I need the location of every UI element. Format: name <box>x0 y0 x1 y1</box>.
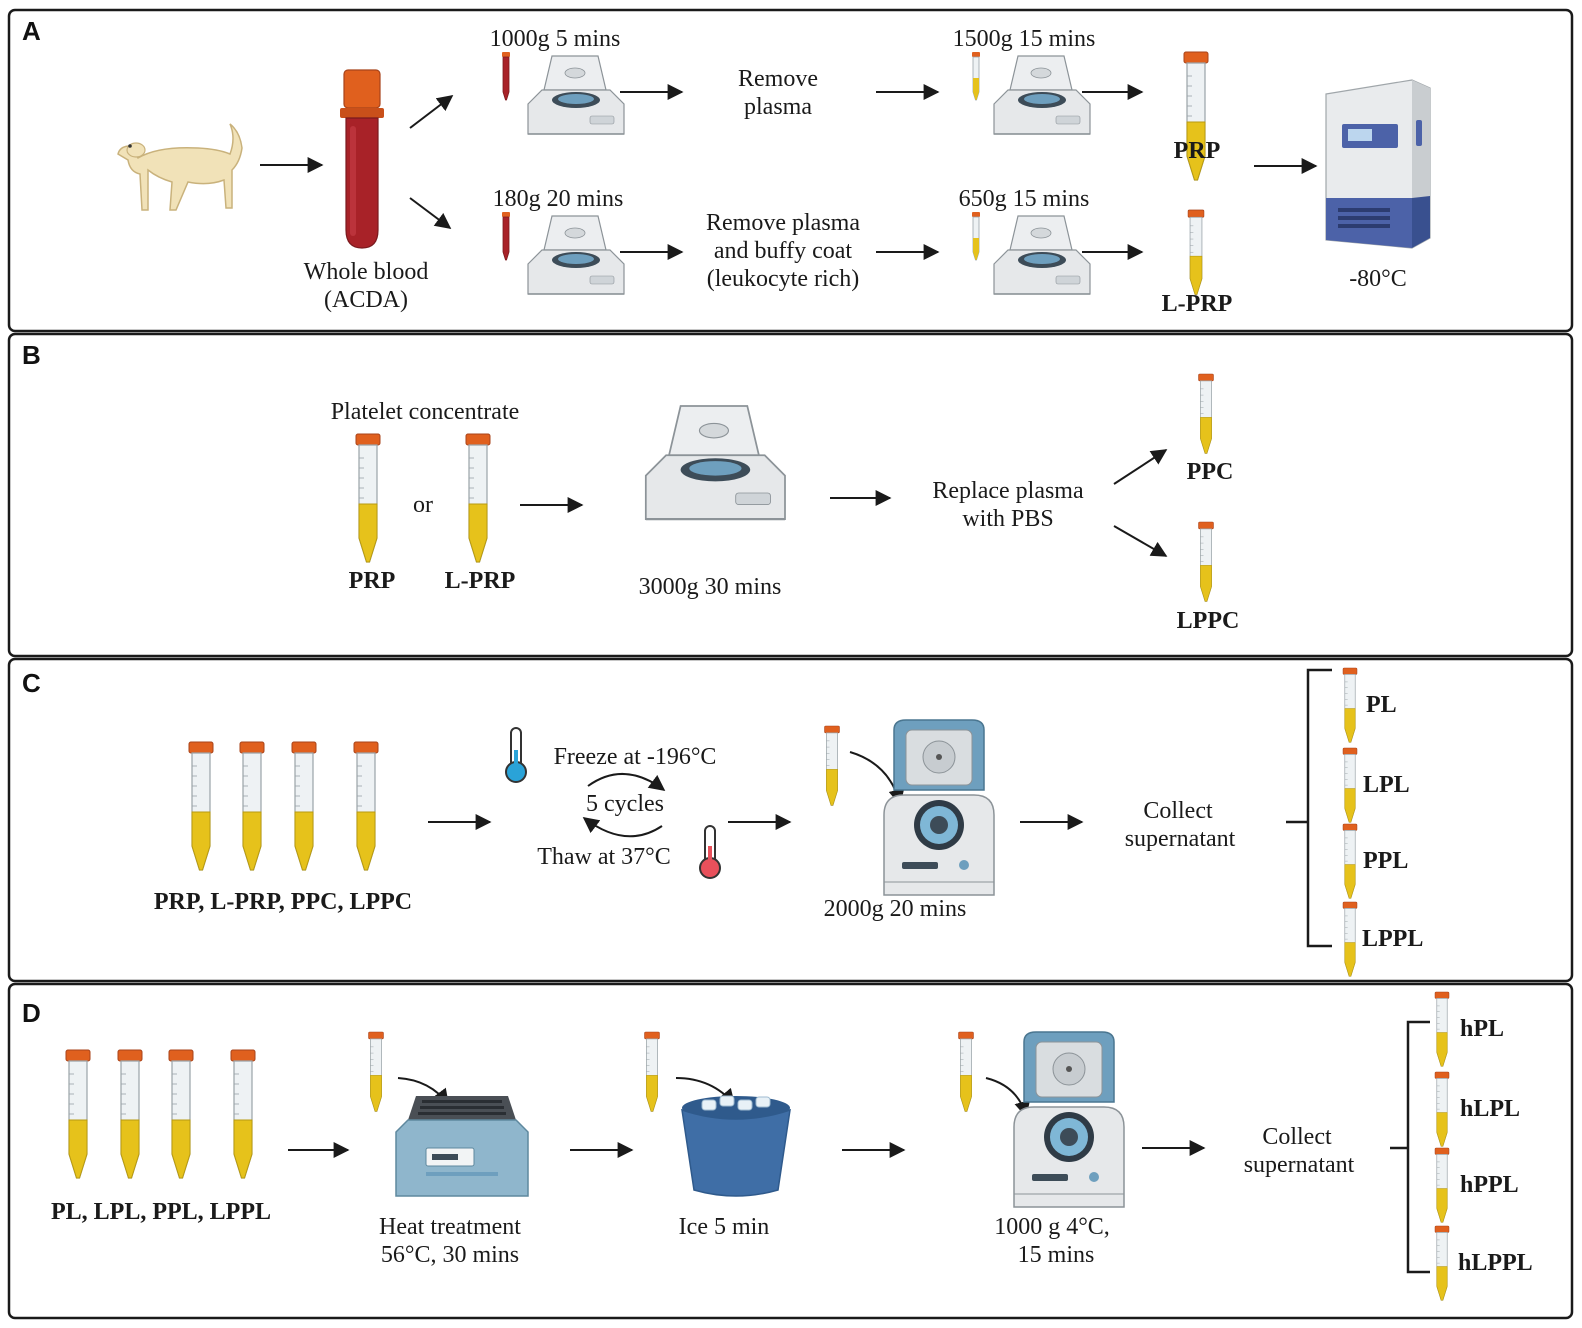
lppc-label: LPPC <box>1177 608 1240 634</box>
heat-label-line1: Heat treatment <box>379 1214 521 1240</box>
panel-d: D PL, LPL, PPL, LPPL Heat treatment 56°C… <box>7 982 1574 1320</box>
panel-d-frame <box>7 982 1574 1320</box>
ppc-label: PPC <box>1187 459 1234 485</box>
blood-tube-icon <box>340 69 384 249</box>
replace-plasma-line2: with PBS <box>962 506 1053 532</box>
spin-label-d-line1: 1000 g 4°C, <box>994 1214 1110 1240</box>
collect-line2-c: supernatant <box>1125 826 1236 852</box>
or-label: or <box>413 492 433 518</box>
panel-b-letter: B <box>22 340 41 370</box>
arrow-blood-to-top <box>409 95 454 129</box>
heat-block-icon <box>395 1096 529 1197</box>
panel-a-letter: A <box>22 16 41 46</box>
output-label-d-3: hPPL <box>1460 1172 1519 1198</box>
prp-product-label: PRP <box>1174 138 1221 164</box>
bottom-spin1-label: 180g 20 mins <box>493 186 624 212</box>
collect-line1-d: Collect <box>1262 1124 1332 1150</box>
benchtop-centrifuge-c <box>883 719 995 896</box>
output-label-c-4: LPPL <box>1362 926 1423 952</box>
panel-c-letter: C <box>22 668 41 698</box>
platelet-concentrate-label: Platelet concentrate <box>331 399 520 425</box>
collect-line2-d: supernatant <box>1244 1152 1355 1178</box>
benchtop-centrifuge-d <box>1013 1031 1125 1208</box>
bottom-spin2-label: 650g 15 mins <box>959 186 1090 212</box>
panel-c: C PRP, L-PRP, PPC, LPPC Freeze at -196°C… <box>7 657 1574 983</box>
bottom-blood-small-tube <box>501 211 511 261</box>
ice-label: Ice 5 min <box>679 1214 770 1240</box>
output-label-d-4: hLPPL <box>1458 1250 1533 1276</box>
arrow-b-to-lppc <box>1113 525 1168 557</box>
hot-thermometer-icon <box>699 825 721 879</box>
cycles-label: 5 cycles <box>586 791 664 817</box>
inputs-label-c: PRP, L-PRP, PPC, LPPC <box>154 889 412 915</box>
arrow-blood-to-bottom <box>409 197 452 229</box>
heat-label-line2: 56°C, 30 mins <box>381 1242 519 1268</box>
output-label-d-1: hPL <box>1460 1016 1504 1042</box>
panel-b-frame <box>7 332 1574 658</box>
top-blood-small-tube <box>501 51 511 101</box>
dog-icon <box>117 123 243 211</box>
panel-d-letter: D <box>22 998 41 1028</box>
inputs-label-d: PL, LPL, PPL, LPPL <box>51 1199 271 1225</box>
cycle-arrow-bottom <box>582 817 663 838</box>
replace-plasma-line1: Replace plasma <box>932 478 1084 504</box>
whole-blood-label: Whole blood <box>304 259 429 285</box>
arrow-b-to-ppc <box>1113 449 1168 485</box>
lprp-product-label: L-PRP <box>1162 291 1233 317</box>
top-step-line2: plasma <box>744 94 812 120</box>
bottom-step-line1: Remove plasma <box>706 210 860 236</box>
collect-line1-c: Collect <box>1143 798 1213 824</box>
output-bracket-c <box>1286 668 1332 948</box>
lprp-label-b: L-PRP <box>445 568 516 594</box>
output-label-c-1: PL <box>1366 692 1397 718</box>
output-bracket-d <box>1390 1020 1430 1274</box>
freeze-label: Freeze at -196°C <box>554 744 717 770</box>
spin-label-d-line2: 15 mins <box>1018 1242 1095 1268</box>
panel-a-frame <box>7 8 1574 333</box>
prp-label-b: PRP <box>349 568 396 594</box>
freezer-icon <box>1325 79 1431 249</box>
panel-b: B Platelet concentrate or PRP L-PRP 3000… <box>7 332 1574 658</box>
output-label-c-2: LPL <box>1363 772 1410 798</box>
bottom-step-line3: (leukocyte rich) <box>707 266 860 292</box>
output-label-d-2: hLPL <box>1460 1096 1520 1122</box>
cycle-arrow-top <box>587 773 666 791</box>
acda-label: (ACDA) <box>324 287 408 313</box>
top-spin2-label: 1500g 15 mins <box>953 26 1096 52</box>
top-yellow-small-tube <box>971 51 981 101</box>
thaw-label: Thaw at 37°C <box>537 844 671 870</box>
top-step-line1: Remove <box>738 66 818 92</box>
top-spin1-label: 1000g 5 mins <box>490 26 621 52</box>
ice-bucket-icon <box>681 1095 791 1197</box>
output-label-c-3: PPL <box>1363 848 1408 874</box>
cold-thermometer-icon <box>505 727 527 783</box>
bottom-yellow-small-tube <box>971 211 981 261</box>
panel-a: A Whole blood (ACDA) 1000g 5 mins Remove… <box>7 8 1574 333</box>
storage-temp-label: -80°C <box>1349 266 1407 292</box>
spin-label-b: 3000g 30 mins <box>639 574 782 600</box>
bottom-step-line2: and buffy coat <box>714 238 853 264</box>
spin-label-c: 2000g 20 mins <box>824 896 967 922</box>
